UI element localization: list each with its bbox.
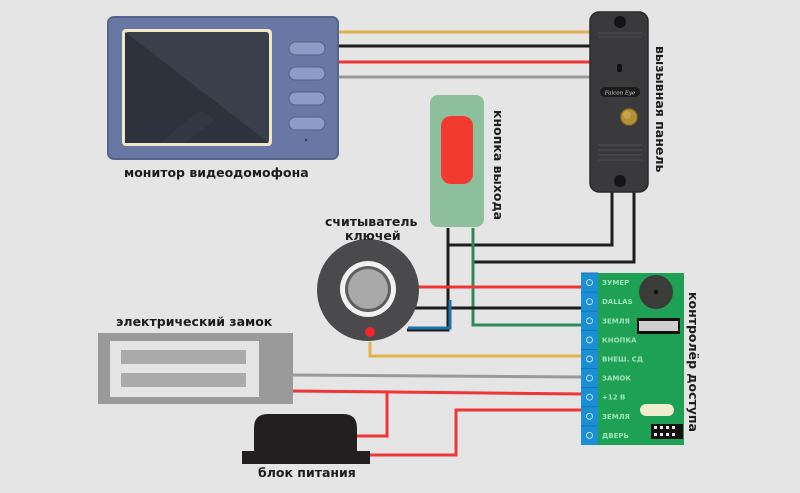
wire-black-exit-button (407, 228, 450, 332)
wire-black-panel-2 (473, 190, 636, 264)
exit-button[interactable] (430, 95, 484, 227)
controller-relay (637, 318, 680, 334)
controller-terminal[interactable]: ДВЕРЬ (581, 425, 629, 440)
call-panel: Falcon Eye (589, 11, 649, 193)
panel-screw-top (614, 16, 626, 28)
wire-gray-lock-zamok (291, 373, 584, 379)
wire-red-power-ground (355, 408, 583, 457)
power-supply (242, 414, 370, 464)
terminal-block (581, 273, 598, 445)
controller-crystal (640, 404, 674, 416)
monitor-button-4[interactable] (288, 116, 326, 131)
panel-speaker-grille (598, 32, 642, 161)
controller-terminal[interactable]: ЗЕМЛЯ (581, 310, 630, 325)
controller-terminal[interactable]: DALLAS (581, 291, 633, 306)
controller-buzzer (639, 275, 673, 309)
terminal-screw-icon[interactable] (586, 298, 593, 306)
panel-brand-text: Falcon Eye (604, 91, 636, 97)
wire-black-panel-1 (449, 190, 614, 247)
terminal-screw-icon[interactable] (586, 336, 593, 344)
monitor-button-2[interactable] (288, 66, 326, 81)
reader-label-line2: ключей (345, 228, 401, 243)
panel-screw-bottom (614, 175, 626, 187)
controller-jumper-header (651, 424, 683, 439)
power-label: блок питания (258, 465, 356, 480)
terminal-screw-icon[interactable] (586, 279, 593, 287)
wire-blue-reader (408, 300, 452, 330)
terminal-label: +12 В (602, 394, 625, 402)
terminal-screw-icon[interactable] (586, 355, 593, 363)
wire-green-exit-button (471, 228, 583, 327)
controller-terminal[interactable]: ВНЕШ. СД (581, 348, 643, 364)
terminal-screw-icon[interactable] (586, 431, 593, 439)
wire-red-power-plus (355, 392, 389, 438)
exit-button-red-key[interactable] (441, 116, 473, 184)
terminal-label: ЗАМОК (602, 375, 631, 383)
reader-contact-pad[interactable] (348, 269, 388, 309)
monitor-button-1[interactable] (288, 41, 326, 56)
monitor-buttons (288, 41, 326, 131)
reader-led (365, 327, 375, 337)
controller-label: контролёр доступа (686, 292, 701, 432)
terminal-label: ДВЕРЬ (602, 432, 629, 440)
monitor-label: монитор видеодомофона (124, 165, 309, 180)
controller-terminal[interactable]: ЗУМЕР (581, 272, 629, 287)
monitor-indicator (304, 138, 308, 142)
terminal-label: DALLAS (602, 298, 633, 306)
reader-label-line1: считыватель (325, 214, 418, 229)
terminal-screw-icon[interactable] (586, 412, 593, 420)
wire-red-lock-plus12 (291, 389, 584, 396)
controller-terminal[interactable]: ЗЕМЛЯ (581, 406, 630, 421)
terminal-label: ВНЕШ. СД (602, 356, 643, 364)
intercom-monitor (107, 16, 339, 160)
key-reader (317, 239, 419, 341)
call-panel-label: вызывная панель (653, 46, 668, 172)
terminal-label: КНОПКА (602, 336, 637, 344)
electric-lock (98, 333, 293, 404)
lock-label: электрический замок (116, 314, 273, 329)
terminal-label: ЗЕМЛЯ (602, 317, 630, 325)
wire-yellow-reader-led (368, 342, 583, 358)
wires (291, 30, 636, 457)
terminal-screw-icon[interactable] (586, 317, 593, 325)
exit-button-label: кнопка выхода (491, 110, 506, 220)
terminal-screw-icon[interactable] (586, 374, 593, 382)
panel-brand-plate (600, 87, 640, 97)
terminal-label: ЗУМЕР (602, 279, 629, 287)
access-controller: ЗУМЕР DALLAS ЗЕМЛЯ КНОПКА ВНЕШ. СД ЗАМОК +12 В… (581, 272, 684, 445)
controller-terminal[interactable]: КНОПКА (581, 329, 637, 344)
controller-terminal[interactable]: ЗАМОК (581, 368, 631, 383)
panel-camera (617, 64, 622, 72)
terminal-label: ЗЕМЛЯ (602, 413, 630, 421)
controller-terminal[interactable]: +12 В (581, 387, 625, 402)
terminal-screw-icon[interactable] (586, 393, 593, 401)
monitor-button-3[interactable] (288, 91, 326, 106)
